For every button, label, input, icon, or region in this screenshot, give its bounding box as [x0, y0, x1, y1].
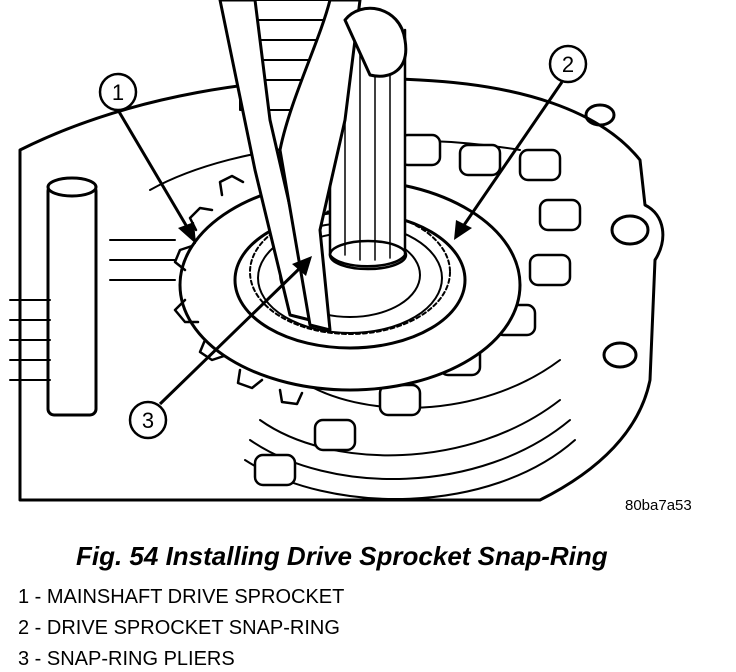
- svg-text:3: 3: [142, 408, 154, 433]
- svg-text:2: 2: [562, 52, 574, 77]
- legend-item: 2 - DRIVE SPROCKET SNAP-RING: [18, 617, 340, 639]
- callout-1: 1: [98, 72, 196, 244]
- figure-caption: Fig. 54 Installing Drive Sprocket Snap-R…: [76, 541, 608, 571]
- legend-item: 3 - SNAP-RING PLIERS: [18, 648, 235, 670]
- snap-ring-pliers: [218, 0, 408, 332]
- technical-illustration: 1 2 3: [9, 0, 665, 502]
- legend-item: 1 - MAINSHAFT DRIVE SPROCKET: [18, 586, 345, 608]
- image-code: 80ba7a53: [625, 497, 692, 514]
- transfer-case-housing: [18, 76, 665, 502]
- svg-text:1: 1: [112, 80, 124, 105]
- callout-2: 2: [454, 44, 588, 240]
- left-shaft: [46, 183, 98, 417]
- callout-3: 3: [128, 256, 312, 440]
